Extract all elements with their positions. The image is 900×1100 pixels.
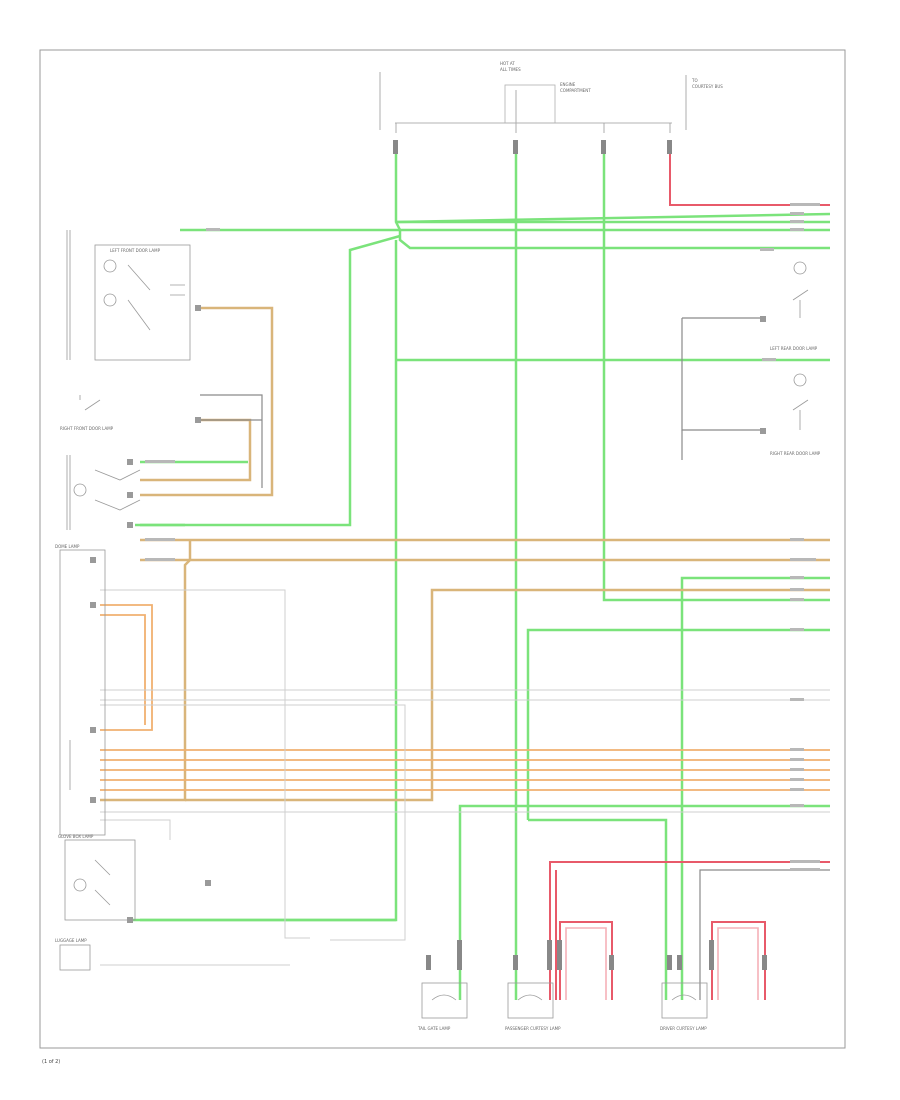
light-gray-wires xyxy=(100,589,830,966)
svg-text:ALL TIMES: ALL TIMES xyxy=(500,67,521,72)
pink-wires xyxy=(565,927,759,1000)
label-glove-box-lamp: GLOVE BOX LAMP xyxy=(58,834,94,839)
svg-text:COMPARTMENT: COMPARTMENT xyxy=(560,88,591,93)
bottom-connectors xyxy=(426,940,767,970)
orange-wires xyxy=(100,604,830,791)
component-labels: LEFT FRONT DOOR LAMP RIGHT FRONT DOOR LA… xyxy=(55,248,821,1031)
label-front-left-door-lamp: LEFT FRONT DOOR LAMP xyxy=(110,248,161,253)
label-right-front-door-lamp: RIGHT FRONT DOOR LAMP xyxy=(60,426,114,431)
terminal-markers xyxy=(90,305,766,923)
top-connectors xyxy=(393,140,672,154)
svg-text:ENGINE: ENGINE xyxy=(560,82,576,87)
label-right-rear-door-lamp: RIGHT REAR DOOR LAMP xyxy=(770,451,821,456)
power-distribution-top xyxy=(379,72,687,133)
label-dome-lamp: DOME LAMP xyxy=(55,544,80,549)
diagram-frame xyxy=(39,49,846,1049)
svg-text:HOT AT: HOT AT xyxy=(500,61,515,66)
right-lamps xyxy=(792,261,809,430)
label-passenger-lamp: PASSENGER CURTESY LAMP xyxy=(505,1026,561,1031)
green-wires xyxy=(130,154,831,1000)
label-left-rear-door-lamp: LEFT REAR DOOR LAMP xyxy=(770,346,818,351)
gray-wires xyxy=(200,317,830,1000)
wire-labels xyxy=(145,203,820,871)
label-driver-lamp: DRIVER CURTESY LAMP xyxy=(660,1026,707,1031)
bottom-lamps xyxy=(421,982,708,1019)
label-tail-gate-lamp: TAIL GATE LAMP xyxy=(417,1026,451,1031)
left-components xyxy=(59,230,191,971)
svg-text:TO: TO xyxy=(691,78,698,83)
tan-wires xyxy=(100,306,830,802)
label-luggage-lamp: LUGGAGE LAMP xyxy=(55,938,87,943)
page-footer-code: (1 of 2) xyxy=(42,1059,60,1065)
top-labels: HOT AT ALL TIMES ENGINE COMPARTMENT TO C… xyxy=(500,61,723,93)
svg-text:COURTESY BUS: COURTESY BUS xyxy=(692,84,723,89)
